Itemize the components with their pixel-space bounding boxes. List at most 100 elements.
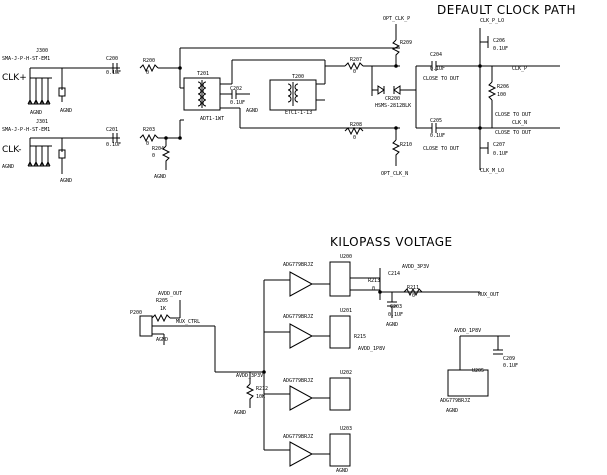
r208-value: 0 [353,135,356,141]
close-to-dut-1: CLOSE TO DUT [423,76,459,82]
cr200-part: HSMS-2812BLK [375,103,411,109]
clk-plus-label: CLK+ [2,73,27,83]
agnd-3: AGND [154,174,166,180]
term-resistor-ref: R206 [497,84,509,90]
r204-value: 0 [152,153,155,159]
j300-connector-symbol [27,67,120,105]
u200-ref: U200 [340,254,352,260]
t201-transformer [183,77,221,111]
close-to-dut-2: CLOSE TO DUT [423,146,459,152]
c200-capacitor [112,63,118,73]
r203-value: 0 [146,141,149,147]
r207-resistor [344,61,364,71]
r213-ref: R213 [368,278,380,284]
mux-out-label: MUX_OUT [478,292,499,298]
opt-clk-n-label: OPT_CLK_N [381,171,408,177]
gnd-c: AGND [386,322,398,328]
c206-ref: C206 [493,38,505,44]
r204-ref: R204 [152,146,164,152]
u205-part: ADG779BRJZ [440,398,470,404]
c207-value: 0.1UF [493,151,508,157]
c200-value: 0.1UF [106,70,121,76]
t201-part: ADT1-1WT [200,116,224,122]
term-resistor [487,81,497,101]
r209-ref: R209 [400,40,412,46]
u200-buffer [289,271,314,297]
p200-connector [139,315,153,337]
u203-ref: U203 [340,426,352,432]
u205-ref: U205 [472,368,484,374]
r200-value: 0 [146,70,149,76]
c202-value: 0.1UF [230,100,245,106]
u201-ref: U201 [340,308,352,314]
r203-resistor [139,133,159,143]
pull-resistor-value: 10K [256,394,265,400]
c205-ref: C205 [430,118,442,124]
c206-value: 0.1UF [493,46,508,52]
c201-capacitor [112,133,118,143]
clk-p-lo-label: CLK_P_LO [480,18,504,24]
agnd-2: AGND [2,164,14,170]
c205-value: 0.1UF [430,133,445,139]
c201-value: 0.1UF [106,142,121,148]
r210-resistor [391,139,401,166]
t200-part: ETC1-1-13 [285,110,312,116]
c204-value: 0.1UF [430,66,445,72]
r205-ref: R205 [156,298,168,304]
clk-m-lo-label: CLK_M_LO [480,168,504,174]
p200-ref: P200 [130,310,142,316]
c209-ref: C209 [503,356,515,362]
term-resistor-value: 100 [497,92,506,98]
u203-buffer [289,441,314,467]
r211-value: 0 [412,293,415,299]
close-to-dut-4: CLOSE TO DUT [495,130,531,136]
r213-value: 0 [372,286,375,292]
avdd-out-label: AVDD_OUT [158,291,182,297]
clock-input-section: CLK+ CLK- J300 SMA-J-P-H-ST-EM1 AGND AGN… [2,16,560,184]
u203-body [329,433,351,467]
r211-resistor [403,287,423,297]
u205-body [447,369,489,397]
c207-ref: C207 [493,142,505,148]
j300-part: SMA-J-P-H-ST-EM1 [2,56,50,62]
agnd-1: AGND [60,108,72,114]
close-to-dut-3: CLOSE TO DUT [495,112,531,118]
c204-ref: C204 [430,52,442,58]
gnd-a: AGND [156,337,168,343]
agnd-bot: AGND [446,408,458,414]
kilopass-title: KILOPASS VOLTAGE [330,235,453,249]
cr200-ref: CR200 [385,96,400,102]
u201-part: ADG779BRJZ [283,314,313,320]
u202-body [329,377,351,411]
u202-part: ADG779BRJZ [283,378,313,384]
r207-value: 0 [353,69,356,75]
opt-clk-p-label: OPT_CLK_P [383,16,410,22]
r200-resistor [139,63,159,73]
u200-part: ADG779BRJZ [283,262,313,268]
r204-resistor [161,145,171,170]
c201-ref: C201 [106,127,118,133]
r215-ref: R215 [354,334,366,340]
j300-ref: J300 [36,48,48,54]
u201-body [329,315,351,349]
c203-ref: C203 [390,304,402,310]
r205-value: 1K [160,306,166,312]
avdd-3p3-top: AVDD_3P3V [402,264,429,270]
pull-resistor [245,383,255,408]
c202-ref: C202 [230,86,242,92]
c202-gnd: AGND [246,108,258,114]
clock-path-title: DEFAULT CLOCK PATH [437,3,576,17]
r208-resistor [344,126,364,136]
clk-p-label: CLK_P [512,66,527,72]
r205-resistor [151,313,171,323]
r208-ref: R208 [350,122,362,128]
r207-ref: R207 [350,57,362,63]
j301-part: SMA-J-P-H-ST-EM1 [2,127,50,133]
c209-value: 0.1UF [503,363,518,369]
avdd-1p8-label: AVDD_1P8V [358,346,385,352]
gnd-d: AGND [336,468,348,474]
u202-buffer [289,385,314,411]
kilopass-section: P200 R205 1K AVDD_OUT MUX_CTRL AGND AVDD… [130,254,518,474]
u201-buffer [289,323,314,349]
